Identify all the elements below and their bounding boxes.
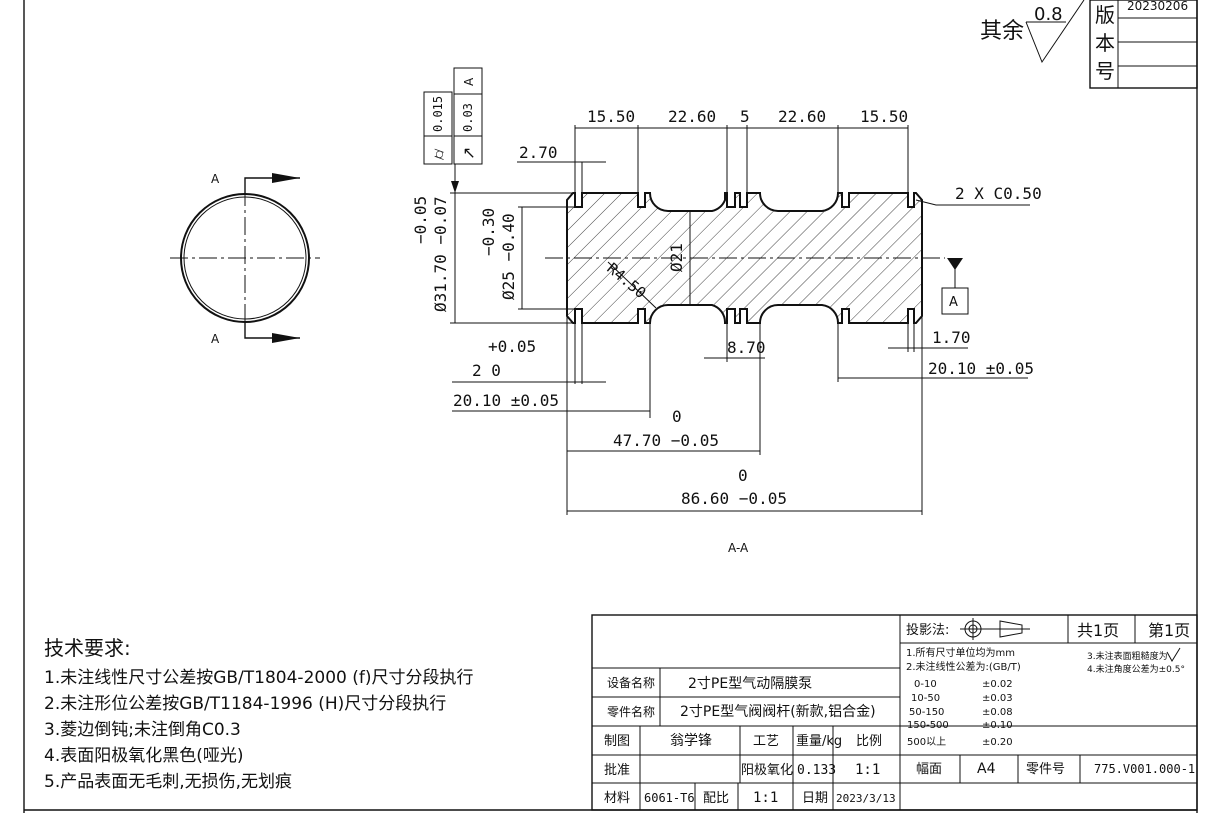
note-3: 3.未注表面粗糙度为 bbox=[1087, 650, 1168, 662]
tol-range-0: 0-10 bbox=[914, 679, 937, 690]
dim-w2-tol-up: +0.05 bbox=[488, 337, 536, 356]
dim-1-70: 1.70 bbox=[932, 328, 971, 347]
tech-title: 技术要求: bbox=[44, 636, 131, 660]
weight-value: 0.133 bbox=[797, 763, 836, 778]
revision-box: 20230206 版 本 号 bbox=[1089, 0, 1198, 89]
note-1: 1.所有尺寸单位均为mm bbox=[906, 646, 1015, 659]
weight-label: 重量/kg bbox=[796, 733, 842, 749]
gdt-frames: 0.015 ⌭ 0.03 ↗ A bbox=[423, 67, 483, 193]
dim-5: 5 bbox=[740, 107, 750, 126]
surface-finish-value: 0.8 bbox=[1034, 4, 1063, 25]
equip-value: 2寸PE型气动隔膜泵 bbox=[688, 676, 812, 692]
dim-dia-mid: Ø21 bbox=[667, 243, 686, 272]
material-label: 材料 bbox=[604, 791, 630, 806]
tol-range-2: 50-150 bbox=[909, 707, 944, 718]
tol-value-1: ±0.03 bbox=[982, 693, 1013, 704]
tech-item-5: 5.产品表面无毛刺,无损伤,无划痕 bbox=[44, 772, 293, 792]
dim-chamfer: 2 X C0.50 bbox=[955, 184, 1042, 203]
gdt-datum-2: A bbox=[462, 77, 476, 86]
dim-47-70: 47.70 −0.05 bbox=[613, 431, 719, 450]
tol-value-0: ±0.02 bbox=[982, 679, 1013, 690]
part-value: 2寸PE型气阀阀杆(新款,铝合金) bbox=[680, 704, 876, 720]
partno-label: 零件号 bbox=[1026, 762, 1065, 777]
process-label: 工艺 bbox=[753, 734, 779, 749]
note-2: 2.未注线性公差为:(GB/T) bbox=[906, 660, 1021, 673]
projection-symbol-icon bbox=[960, 618, 1030, 640]
approve-label: 批准 bbox=[604, 763, 630, 778]
tech-item-2: 2.未注形位公差按GB/T1184-1996 (H)尺寸分段执行 bbox=[44, 694, 447, 714]
dim-dia-outer-up: −0.05 bbox=[411, 196, 430, 244]
revision-label: 版 bbox=[1095, 3, 1115, 27]
dim-dia-groove: Ø25 −0.40 bbox=[499, 213, 518, 300]
end-view: A A bbox=[170, 172, 320, 346]
revision-date: 20230206 bbox=[1127, 0, 1188, 13]
bottom-dimensions: +0.05 2 0 20.10 ±0.05 8.70 1.70 20.10 ±0… bbox=[452, 316, 1034, 515]
dim-8-70: 8.70 bbox=[727, 338, 766, 357]
projection-label: 投影法: bbox=[906, 622, 949, 638]
view-label-a-bottom: A bbox=[211, 332, 220, 346]
dim-dia-outer: Ø31.70 −0.07 bbox=[431, 196, 450, 312]
part-label: 零件名称 bbox=[607, 704, 655, 719]
roughness-check-icon bbox=[1166, 647, 1181, 662]
format-label: 幅面 bbox=[916, 762, 942, 777]
gdt-sym-2: ↗ bbox=[459, 147, 478, 160]
scale-value: 1:1 bbox=[855, 762, 880, 778]
section-label: A-A bbox=[728, 541, 749, 555]
technical-requirements: 技术要求: 1.未注线性尺寸公差按GB/T1804-2000 (f)尺寸分段执行… bbox=[44, 632, 473, 795]
date-value: 2023/3/13 bbox=[836, 792, 896, 805]
surface-finish-label: 其余 bbox=[980, 19, 1024, 44]
svg-text:号: 号 bbox=[1095, 59, 1115, 83]
dim-2-70: 2.70 bbox=[519, 143, 558, 162]
tol-range-1: 10-50 bbox=[911, 693, 940, 704]
date-label: 日期 bbox=[802, 791, 828, 806]
view-label-a-top: A bbox=[211, 172, 220, 186]
dim-dia-groove-up: −0.30 bbox=[479, 208, 498, 256]
partno-value: 775.V001.000-1 bbox=[1094, 762, 1195, 776]
dim-86-60-up: 0 bbox=[738, 466, 748, 485]
tol-value-4: ±0.20 bbox=[982, 737, 1013, 748]
svg-text:本: 本 bbox=[1095, 31, 1115, 55]
page-no: 第1页 bbox=[1148, 621, 1190, 640]
fit-value: 1:1 bbox=[753, 790, 778, 806]
dim-15-50-left: 15.50 bbox=[587, 107, 635, 126]
datum-a: A bbox=[941, 258, 969, 315]
note-4: 4.未注角度公差为±0.5° bbox=[1087, 663, 1185, 675]
top-dimensions: 15.50 22.60 5 22.60 15.50 2.70 2 X C0.50 bbox=[517, 107, 1042, 206]
tol-range-3: 150-500 bbox=[907, 720, 949, 731]
drawer-label: 制图 bbox=[604, 734, 630, 749]
title-block: 设备名称 2寸PE型气动隔膜泵 零件名称 2寸PE型气阀阀杆(新款,铝合金) 制… bbox=[591, 614, 1198, 811]
material-value: 6061-T6 bbox=[644, 791, 695, 805]
dim-15-50-right: 15.50 bbox=[860, 107, 908, 126]
process-value: 阳极氧化 bbox=[741, 763, 793, 778]
gdt-tol-2: 0.03 bbox=[461, 103, 475, 132]
dim-47-70-up: 0 bbox=[672, 407, 682, 426]
pages-total: 共1页 bbox=[1077, 621, 1119, 640]
equip-label: 设备名称 bbox=[607, 675, 655, 690]
gdt-tol-1: 0.015 bbox=[431, 96, 445, 132]
fit-label: 配比 bbox=[703, 791, 729, 806]
dim-86-60: 86.60 −0.05 bbox=[681, 489, 787, 508]
dim-w2: 2 0 bbox=[472, 361, 501, 380]
tol-value-3: ±0.10 bbox=[982, 720, 1013, 731]
tol-value-2: ±0.08 bbox=[982, 707, 1013, 718]
dim-22-60-left: 22.60 bbox=[668, 107, 716, 126]
format-value: A4 bbox=[977, 761, 996, 777]
dim-20-10-left: 20.10 ±0.05 bbox=[453, 391, 559, 410]
dim-20-10-right: 20.10 ±0.05 bbox=[928, 359, 1034, 378]
surface-finish-symbol: 其余 0.8 bbox=[980, 0, 1085, 64]
gdt-sym-1: ⌭ bbox=[429, 148, 448, 160]
scale-label: 比例 bbox=[856, 734, 882, 749]
dim-22-60-right: 22.60 bbox=[778, 107, 826, 126]
tech-item-3: 3.菱边倒钝;未注倒角C0.3 bbox=[44, 720, 241, 740]
datum-letter: A bbox=[949, 295, 958, 310]
tech-item-4: 4.表面阳极氧化黑色(哑光) bbox=[44, 746, 244, 766]
tech-item-1: 1.未注线性尺寸公差按GB/T1804-2000 (f)尺寸分段执行 bbox=[44, 668, 474, 688]
tol-range-4: 500以上 bbox=[907, 736, 946, 748]
drawer-value: 翁学锋 bbox=[670, 733, 712, 749]
